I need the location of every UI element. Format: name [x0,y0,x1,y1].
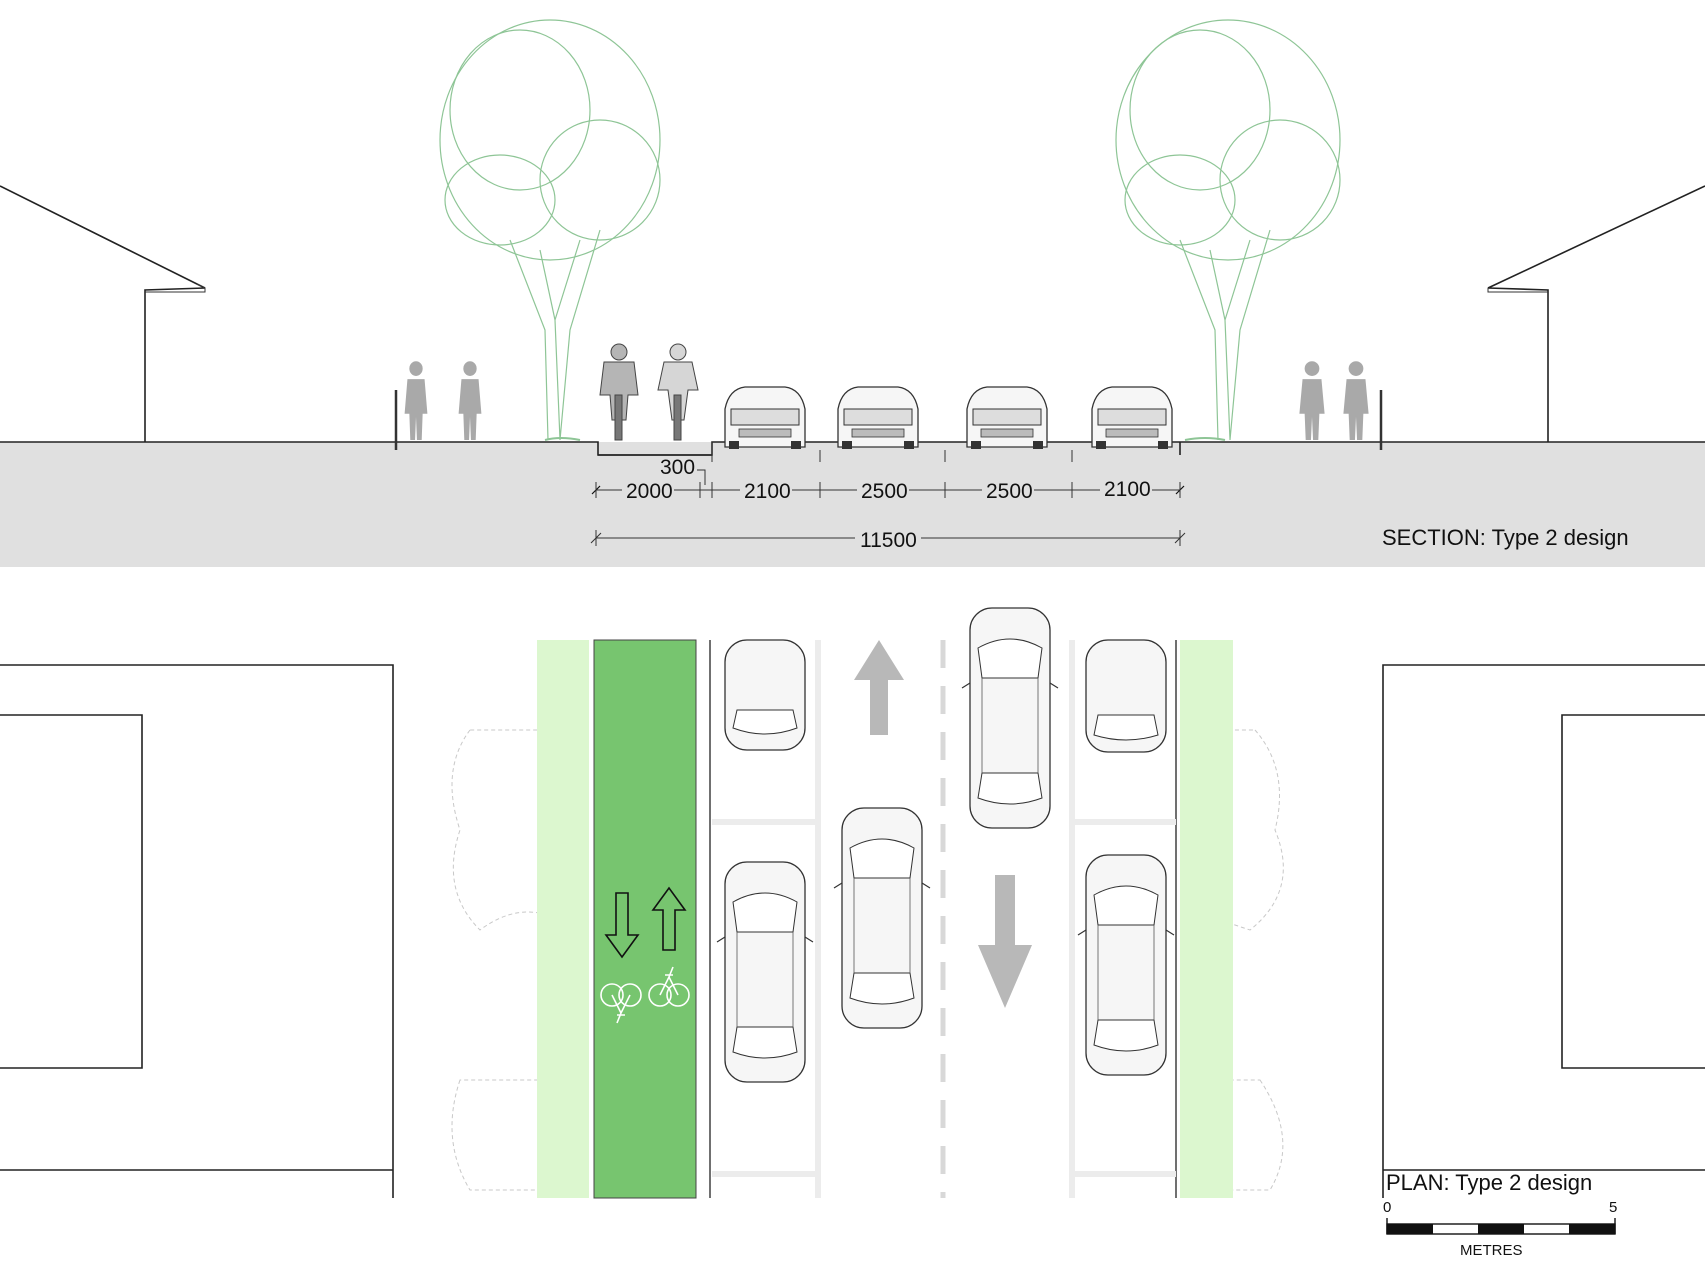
dimension-segment-2: 2100 [744,480,791,503]
dimension-segment-1: 2000 [626,480,673,503]
fence-posts [394,390,1383,450]
scale-end: 5 [1609,1199,1617,1216]
cycle-lane-arrow-down [604,892,640,959]
plan-caption: PLAN: Type 2 design [1386,1170,1592,1195]
dimension-total: 11500 [860,529,917,552]
house-left [0,185,206,442]
cycle-lane [593,639,697,1199]
scale-start: 0 [1383,1199,1391,1216]
dimension-segment-4: 2500 [986,480,1033,503]
verge-right [1180,640,1233,1198]
section-caption: SECTION: Type 2 design [1382,525,1629,550]
traffic-arrow-up [854,640,904,735]
building-left [0,714,143,1069]
property-right [1382,664,1705,1198]
property-left [0,664,394,1198]
scale-bar: 0 5 METRES [1383,1199,1617,1259]
cycle-lane-arrow-up [651,886,687,951]
section-cars [724,386,1173,450]
pedestrians-left [404,361,482,440]
verge-left [537,640,589,1198]
dimension-segment-5: 2100 [1104,478,1151,501]
plan-view: PLAN: Type 2 design 0 5 METRES [0,607,1705,1259]
ground-band [0,442,1705,567]
traffic-arrow-down [978,875,1032,1008]
cyclists [599,343,699,441]
building-right [1561,714,1705,1069]
tree-left [439,19,661,441]
tree-right [1115,19,1341,441]
dimension-lines: 300 2000 2100 2500 2500 2100 11500 [590,456,1186,552]
pedestrians-right [1299,361,1369,440]
dimension-offset: 300 [660,456,695,479]
plan-cars [716,607,1175,1083]
section-view: 300 2000 2100 2500 2500 2100 11500 SECTI… [0,19,1705,567]
parking-bay-markings [712,640,1176,1198]
house-right [1487,185,1705,442]
dimension-segment-3: 2500 [861,480,908,503]
scale-unit: METRES [1460,1242,1523,1259]
